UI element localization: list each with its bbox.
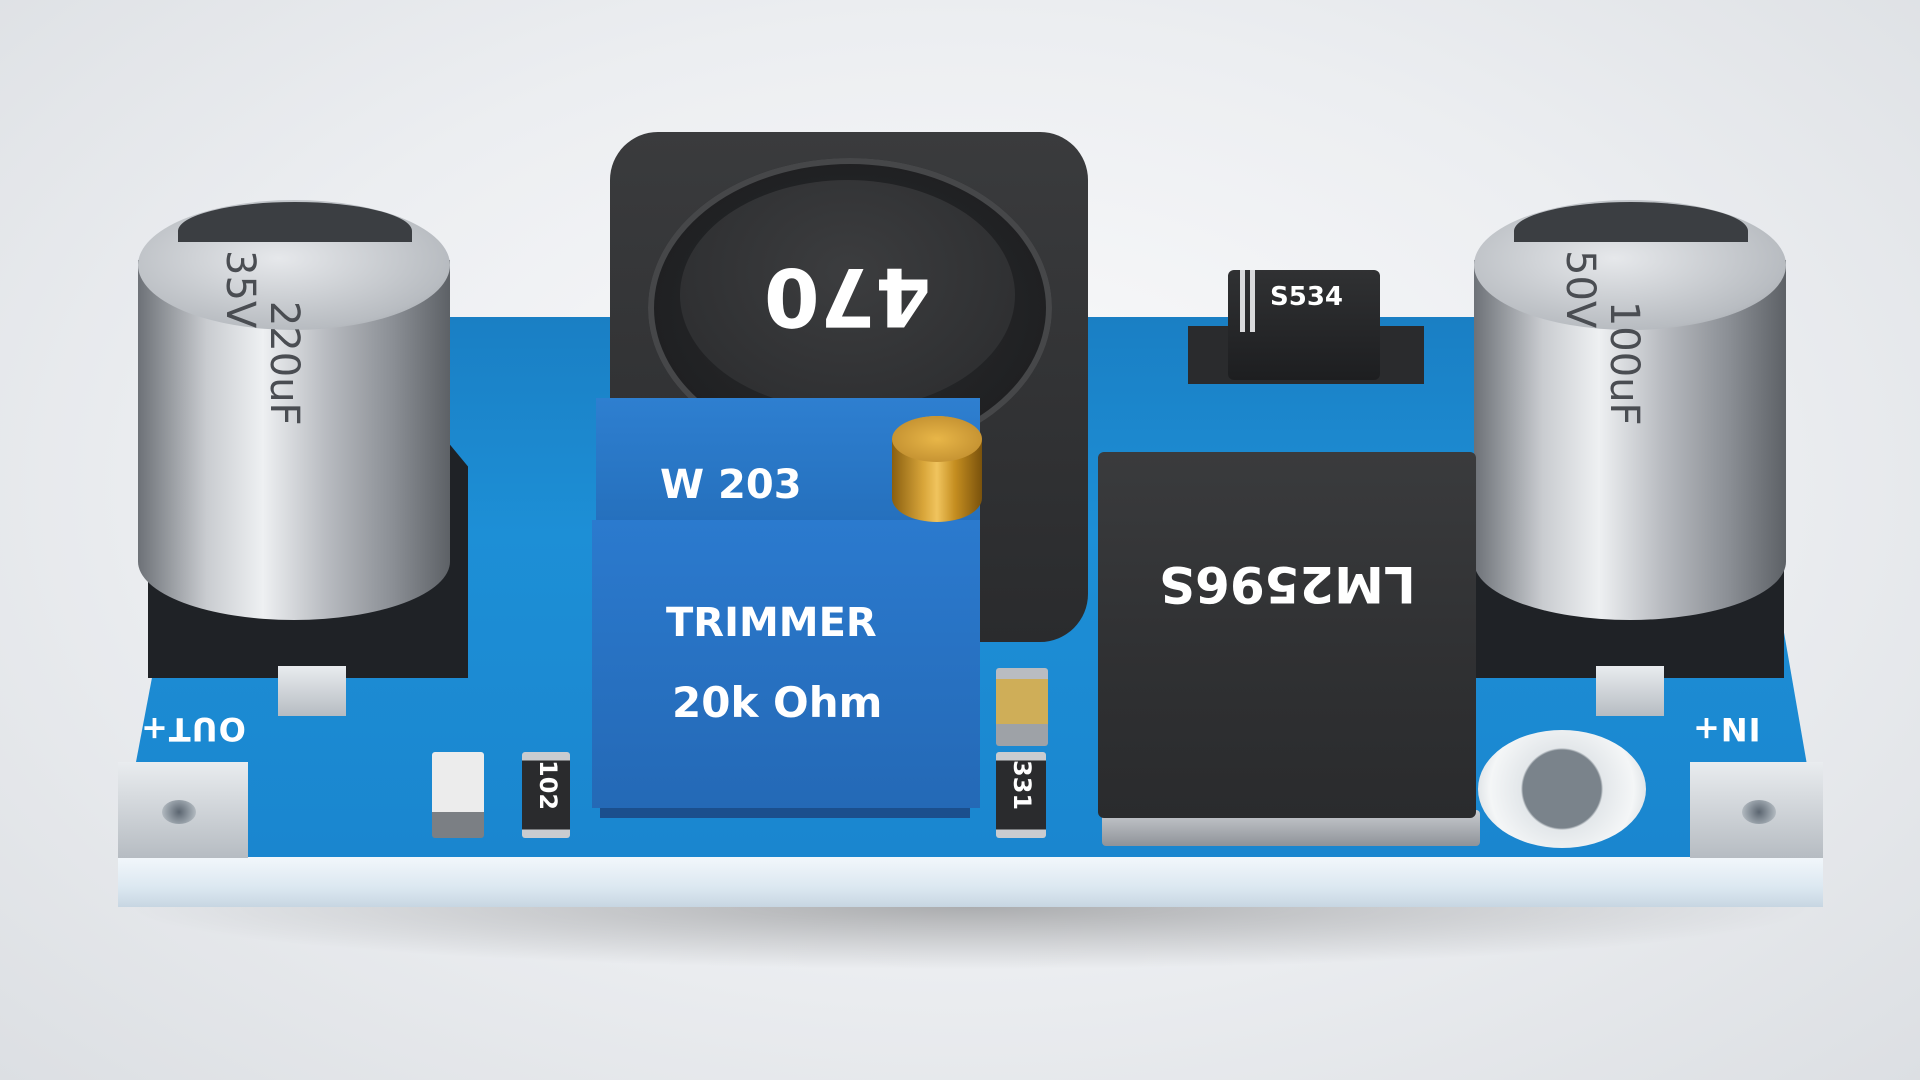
trimmer-name: TRIMMER bbox=[666, 600, 877, 646]
regulator-ic bbox=[1098, 452, 1476, 818]
silkscreen-out: OUT+ bbox=[140, 710, 246, 748]
silkscreen-in: IN+ bbox=[1692, 710, 1761, 748]
inductor-core bbox=[680, 180, 1015, 410]
trimmer-screw-top bbox=[892, 416, 982, 462]
diode-cathode-stripe bbox=[1250, 270, 1255, 332]
capacitor-left-pad bbox=[278, 666, 346, 716]
trimmer-code: W 203 bbox=[660, 462, 802, 508]
diode-cathode-stripe bbox=[1240, 270, 1245, 332]
mount-hole-right bbox=[1742, 800, 1776, 824]
resistor-left-marking: 102 bbox=[534, 760, 562, 811]
mount-hole-left bbox=[162, 800, 196, 824]
trimmer bbox=[592, 520, 980, 808]
regulator-marking: LM2596S bbox=[1158, 555, 1416, 613]
capacitor-left-band bbox=[178, 202, 412, 242]
capacitor-right-band bbox=[1514, 202, 1748, 242]
diode-marking: S534 bbox=[1270, 282, 1343, 312]
mounting-hole bbox=[1478, 730, 1646, 848]
capacitor-right-pad bbox=[1596, 666, 1664, 716]
smd-capacitor-right bbox=[996, 668, 1048, 746]
resistor-left bbox=[522, 752, 570, 838]
pcb-edge bbox=[118, 857, 1823, 907]
resistor-right bbox=[996, 752, 1046, 838]
smd-capacitor-left bbox=[432, 752, 484, 838]
inductor-marking: 470 bbox=[764, 250, 931, 343]
resistor-right-marking: 331 bbox=[1008, 760, 1036, 811]
trimmer-value: 20k Ohm bbox=[672, 678, 883, 727]
